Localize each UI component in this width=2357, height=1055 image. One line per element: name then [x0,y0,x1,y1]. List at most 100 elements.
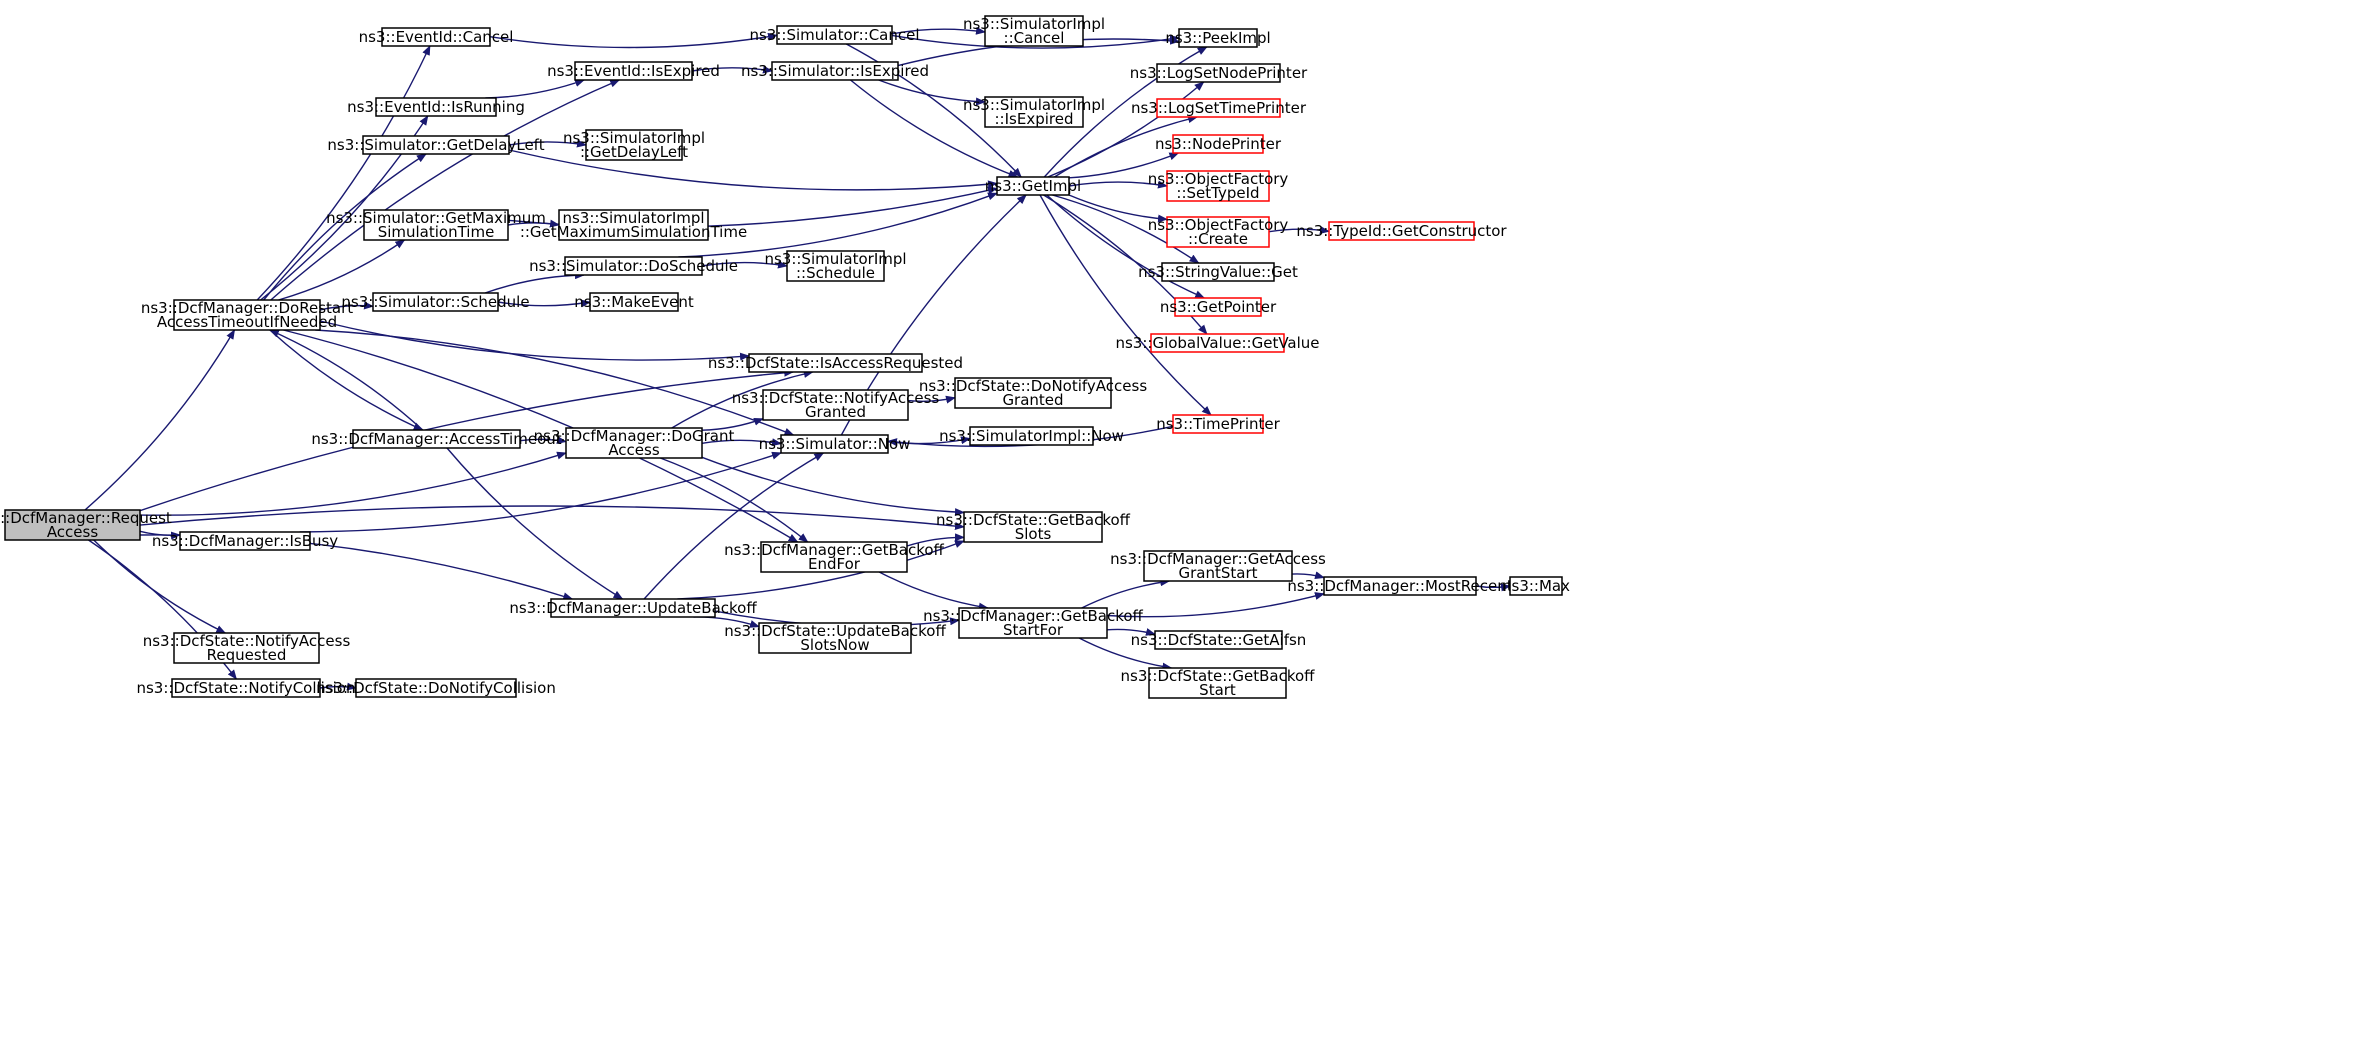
node-label-line: ns3::DcfManager::UpdateBackoff [509,599,757,617]
node-globalvalue-getvalue[interactable]: ns3::GlobalValue::GetValue [1115,333,1320,353]
node-box [786,250,885,282]
node-isaccessrequested[interactable]: ns3::DcfState::IsAccessRequested [708,353,963,373]
node-getpointer[interactable]: ns3::GetPointer [1160,297,1277,317]
nodes-layer: ns3::DcfManager::RequestAccessns3::DcfMa… [0,15,1570,699]
node-label-line: ns3::LogSetNodePrinter [1130,64,1308,82]
edge-getbackoffendfor-to-getbackoffslots [906,533,965,547]
node-logsetnodeprinter[interactable]: ns3::LogSetNodePrinter [1130,63,1308,83]
node-box [954,377,1112,409]
node-objfactory-settypeid[interactable]: ns3::ObjectFactory::SetTypeId [1148,170,1289,202]
node-nodeprinter[interactable]: ns3::NodePrinter [1155,134,1282,154]
node-box [969,426,1094,446]
node-simimpl-isexpired[interactable]: ns3::SimulatorImpl::IsExpired [963,96,1105,128]
node-box [1150,333,1285,353]
node-box [1172,134,1264,154]
node-label-line: Access [608,441,660,459]
node-donotifycollision[interactable]: ns3::DcfState::DoNotifyCollision [316,678,556,698]
node-timeprinter[interactable]: ns3::TimePrinter [1156,414,1281,434]
edge-sim_isexpired-to-getimpl [850,79,1019,178]
node-sim-cancel[interactable]: ns3::Simulator::Cancel [749,25,920,45]
node-box [352,429,521,449]
node-max[interactable]: ns3::Max [1502,576,1570,596]
node-label-line: ns3::DcfState::DoNotifyAccess [919,377,1147,395]
edge-sim_cancel-to-getimpl [845,43,1022,178]
node-simimpl-cancel[interactable]: ns3::SimulatorImpl::Cancel [963,15,1105,47]
node-mostrecent[interactable]: ns3::DcfManager::MostRecent [1287,576,1513,596]
edge-sim_schedule-to-sim_doschedule [484,271,585,294]
node-label-line: ns3::TypeId::GetConstructor [1296,222,1507,240]
node-label-line: ns3::NodePrinter [1155,135,1282,153]
node-box [958,607,1108,639]
node-objfactory-create[interactable]: ns3::ObjectFactory::Create [1148,216,1289,248]
node-sim-schedule[interactable]: ns3::Simulator::Schedule [341,292,530,312]
node-label-line: ns3::DcfManager::MostRecent [1287,577,1512,595]
node-accesstimeout[interactable]: ns3::DcfManager::AccessTimeout [311,429,562,449]
node-label-line: EndFor [808,555,861,573]
node-label-line: ::GetMaximumSimulationTime [520,223,747,241]
node-sim-now[interactable]: ns3::Simulator::Now [759,434,911,454]
node-stringvalue-get[interactable]: ns3::StringValue::Get [1138,262,1298,282]
node-sim-getmaxsim[interactable]: ns3::Simulator::GetMaximumSimulationTime [326,209,546,241]
node-do-restart[interactable]: ns3::DcfManager::DoRestartAccessTimeoutI… [141,299,353,331]
node-simimpl-schedule[interactable]: ns3::SimulatorImpl::Schedule [764,250,906,282]
node-box [760,541,908,573]
node-notifycollision[interactable]: ns3::DcfState::NotifyCollision [136,678,356,698]
node-sim-isexpired[interactable]: ns3::Simulator::IsExpired [741,61,929,81]
edge-request_access-to-getbackoffslots [139,505,965,530]
node-label-line: ns3::DcfState::GetAifsn [1131,631,1307,649]
node-box [1156,63,1281,83]
node-updatebackoff[interactable]: ns3::DcfManager::UpdateBackoff [509,598,757,618]
node-label-line: ns3::EventId::Cancel [359,28,514,46]
node-box [984,15,1084,47]
node-makeevent[interactable]: ns3::MakeEvent [574,292,694,312]
edge-sim_isexpired-to-simimpl_isexpired [878,79,986,106]
node-box [565,427,703,459]
node-eventid-isrunning[interactable]: ns3::EventId::IsRunning [347,97,525,117]
node-typeid-getconstructor[interactable]: ns3::TypeId::GetConstructor [1296,221,1507,241]
node-getaifsn[interactable]: ns3::DcfState::GetAifsn [1131,630,1307,650]
node-label-line: Granted [805,403,866,421]
node-sim-doschedule[interactable]: ns3::Simulator::DoSchedule [529,256,738,276]
node-sim-getdelayleft[interactable]: ns3::Simulator::GetDelayLeft [327,135,545,155]
node-simimpl-getmaxsim[interactable]: ns3::SimulatorImpl::GetMaximumSimulation… [520,209,747,241]
edge-getbackoffstartfor-to-getaifsn [1106,628,1156,636]
node-label-line: Slots [1015,525,1052,543]
node-box [179,531,311,551]
node-label-line: Access [47,523,99,541]
node-label-line: ::GetDelayLeft [580,143,688,161]
node-eventid-isexpired[interactable]: ns3::EventId::IsExpired [547,61,720,81]
node-label-line: ns3::LogSetTimePrinter [1131,99,1307,117]
edge-request_access-to-dogrant [139,451,567,516]
node-peekimpl[interactable]: ns3::PeekImpl [1165,28,1271,48]
edge-notifyaccessgranted-to-donotifyaccessgranted [907,395,956,404]
node-box [758,622,912,654]
node-label-line: ns3::GlobalValue::GetValue [1115,334,1319,352]
node-simimpl-getdelayleft[interactable]: ns3::SimulatorImpl::GetDelayLeft [563,129,705,161]
edge-getaccessgrantstart-to-mostrecent [1291,571,1325,580]
node-box [771,61,899,81]
node-label-line: ns3::DcfManager::GetBackoff [923,607,1143,625]
node-box [355,678,517,698]
edge-getimpl-to-nodeprinter [1068,152,1180,179]
edge-getimpl-to-timeprinter [1039,194,1212,416]
edge-getimpl-to-getpointer [1046,194,1206,299]
edge-do_restart-to-eventid_isexpired [270,79,621,301]
node-isbusy[interactable]: ns3::DcfManager::IsBusy [152,531,338,551]
node-getimpl[interactable]: ns3::GetImpl [985,176,1081,196]
node-simimpl-now[interactable]: ns3::SimulatorImpl::Now [939,426,1124,446]
node-eventid-cancel[interactable]: ns3::EventId::Cancel [359,27,514,47]
node-box [362,135,510,155]
node-box [776,25,893,45]
node-logsettimeprinter[interactable]: ns3::LogSetTimePrinter [1131,98,1307,118]
node-label-line: ns3::DcfManager::AccessTimeout [311,430,561,448]
